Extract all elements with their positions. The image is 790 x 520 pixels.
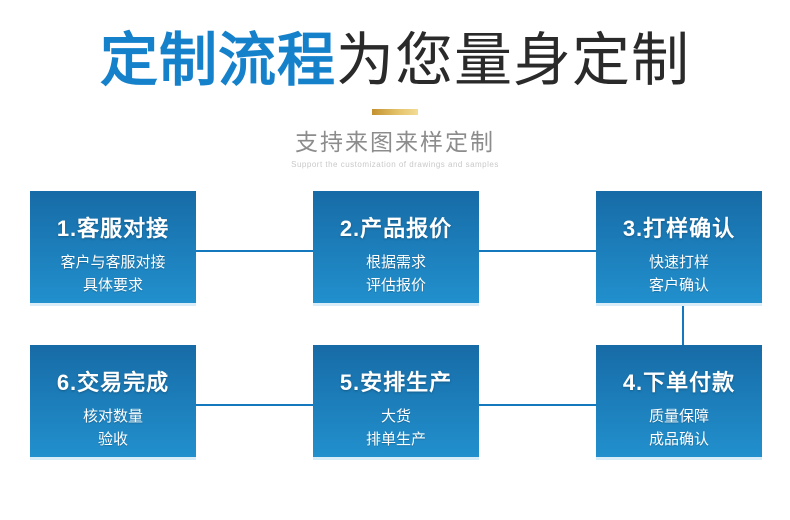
flow-step-6-line-2: 验收 [97,431,128,448]
flow-step-2-line-2: 评估报价 [365,277,426,294]
flow-step-6-line-1: 核对数量 [82,408,143,425]
connector-step2-step3 [479,250,596,252]
flow-step-1: 1.客服对接 客户与客服对接 具体要求 [30,191,196,306]
flow-step-3-line-1: 快速打样 [648,254,709,271]
header: 定制流程为您量身定制 支持来图来样定制 Support the customiz… [0,0,790,169]
page-title-rest: 为您量身定制 [336,28,691,93]
connector-step3-step4 [682,304,684,345]
gold-divider [372,109,418,115]
page-subtitle: 支持来图来样定制 [295,129,495,155]
flow-step-1-title: 1.客服对接 [56,216,170,241]
flow-step-1-line-2: 具体要求 [82,277,143,294]
connector-step4-step5 [479,404,596,406]
page-title-highlight: 定制流程 [99,28,336,93]
flow-step-2-detail: 根据需求 评估报价 [313,251,479,297]
page-title: 定制流程为您量身定制 [0,26,790,96]
flow-step-4: 4.下单付款 质量保障 成品确认 [596,345,762,460]
connector-step5-step6 [196,404,313,406]
flow-step-6: 6.交易完成 核对数量 验收 [30,345,196,460]
connector-step1-step2 [196,250,313,252]
flow-step-4-line-2: 成品确认 [648,431,709,448]
flow-step-5-line-1: 大货 [380,408,411,425]
flow-step-1-detail: 客户与客服对接 具体要求 [30,251,196,297]
flow-step-6-detail: 核对数量 验收 [30,405,196,451]
flow-step-6-title: 6.交易完成 [56,370,170,395]
flow-step-5: 5.安排生产 大货 排单生产 [313,345,479,460]
flow-step-3: 3.打样确认 快速打样 客户确认 [596,191,762,306]
flow-step-2: 2.产品报价 根据需求 评估报价 [313,191,479,306]
flow-step-3-detail: 快速打样 客户确认 [596,251,762,297]
flow-step-2-title: 2.产品报价 [339,216,453,241]
flow-step-3-line-2: 客户确认 [648,277,709,294]
flow-step-1-line-1: 客户与客服对接 [60,254,166,271]
flow-step-4-line-1: 质量保障 [648,408,709,425]
page-subtitle-english: Support the customization of drawings an… [291,160,499,169]
flow-step-2-line-1: 根据需求 [365,254,426,271]
flow-step-5-detail: 大货 排单生产 [313,405,479,451]
flow-step-4-title: 4.下单付款 [622,370,736,395]
flow-step-4-detail: 质量保障 成品确认 [596,405,762,451]
flow-step-5-title: 5.安排生产 [339,370,453,395]
flow-step-3-title: 3.打样确认 [622,216,736,241]
flow-step-5-line-2: 排单生产 [365,431,426,448]
